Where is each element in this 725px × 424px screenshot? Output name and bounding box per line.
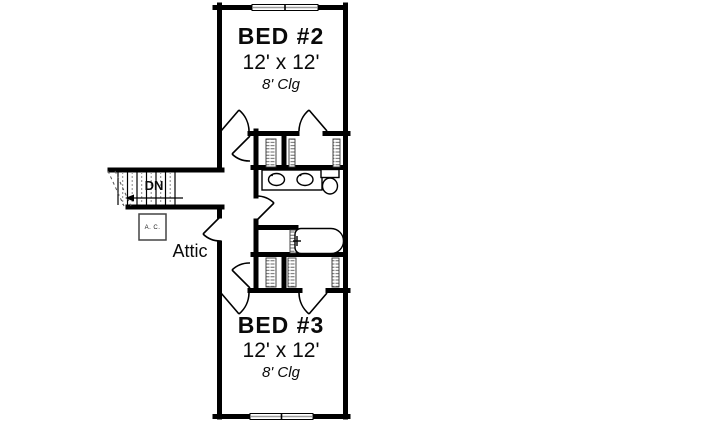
bed2-left-door-swing-icon [220,109,250,132]
interior-walls [247,128,351,293]
closet-shelving-icon [265,138,341,288]
ac-unit-label: A. C. [145,225,161,231]
bed3-room-name: BED #3 [238,312,325,338]
bed3-right-door-swing-icon [298,292,328,315]
toilet-icon [320,168,340,195]
attic-access-door-swing-icon [202,215,222,242]
bathtub-icon [293,227,345,255]
double-vanity-sinks-icon [261,169,323,191]
bed3-room-size: 12' x 12' [243,339,320,362]
ac-unit-icon: A. C. [138,213,167,241]
hall-upper-door-swing-icon [231,135,251,162]
attic-room-name: Attic [172,241,207,261]
bed2-room-ceiling: 8' Clg [262,76,301,93]
bed2-room-size: 12' x 12' [243,51,320,74]
bathroom-door-swing-icon [255,195,275,222]
stairs-direction-arrow-icon [125,194,183,202]
stairs-down-label: DN [145,178,164,193]
bed2-room-name: BED #2 [238,23,325,49]
bed3-left-door-swing-icon [220,292,250,315]
hall-lower-door-swing-icon [231,262,251,289]
door-swing-icons [202,109,328,315]
exterior-walls [107,2,351,420]
bed3-labels: BED #3 12' x 12' 8' Clg [238,312,325,381]
window-bottom-icon [249,413,314,420]
bed3-room-ceiling: 8' Clg [262,364,301,381]
window-top-icon [251,4,319,11]
stairs-down-icon [107,170,183,207]
bed2-right-door-swing-icon [298,109,328,132]
bed2-labels: BED #2 12' x 12' 8' Clg [238,23,325,93]
